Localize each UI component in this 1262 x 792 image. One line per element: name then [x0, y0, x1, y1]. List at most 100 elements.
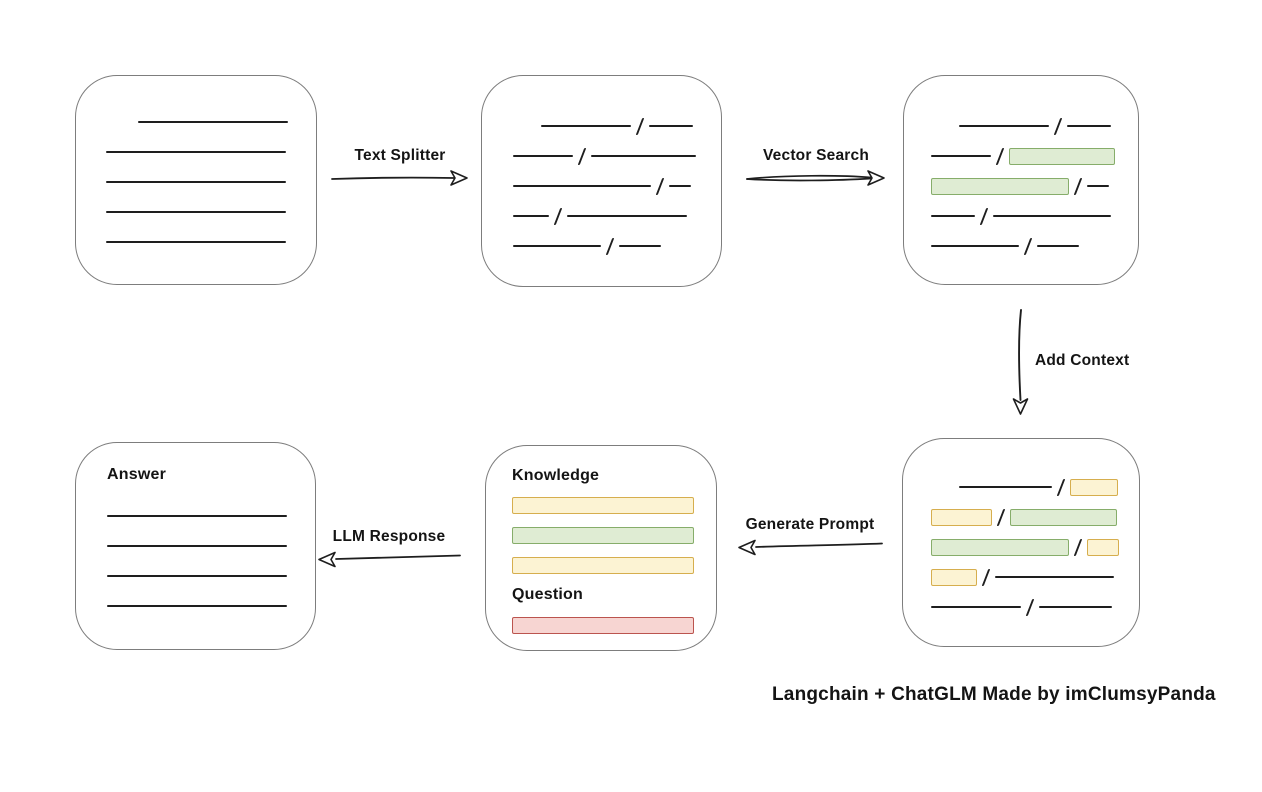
- chunk-row: [107, 561, 315, 591]
- green-chunk-chip: [1010, 508, 1118, 526]
- chunk-row: [513, 231, 721, 261]
- question-bars: [512, 610, 716, 640]
- chunk-row: [513, 201, 721, 231]
- yellow-chunk-chip: [931, 568, 977, 586]
- text-line: [513, 185, 651, 187]
- chunk-row: [107, 591, 315, 621]
- context-chunk-lines: [931, 472, 1139, 622]
- chunk-row: [106, 197, 316, 227]
- arrow-right-icon: [746, 170, 885, 186]
- chunk-row: [107, 501, 315, 531]
- text-line: [513, 155, 573, 157]
- chunk-row: [931, 592, 1139, 622]
- text-line: [649, 125, 694, 127]
- text-line: [931, 215, 975, 217]
- chunk-row: [513, 171, 721, 201]
- slash-separator: [605, 237, 615, 255]
- text-line: [959, 486, 1052, 488]
- slash-separator: [1053, 117, 1063, 135]
- slash-separator: [996, 508, 1006, 526]
- text-line: [931, 155, 991, 157]
- text-line: [107, 575, 287, 577]
- text-line: [107, 545, 287, 547]
- text-line: [995, 576, 1115, 578]
- green-chunk-chip: [1009, 147, 1116, 165]
- text-line: [591, 155, 697, 157]
- text-line: [138, 121, 288, 123]
- slash-separator: [1073, 177, 1083, 195]
- arrow-left-icon: [738, 539, 883, 556]
- text-line: [1037, 245, 1080, 247]
- slash-separator: [1025, 598, 1035, 616]
- generate-prompt-arrow-label: Generate Prompt: [745, 516, 875, 533]
- chunk-row: [512, 520, 716, 550]
- text-line: [931, 245, 1019, 247]
- text-line: [541, 125, 631, 127]
- chunk-row: [931, 532, 1139, 562]
- add-context-arrow: [1012, 309, 1029, 415]
- yellow-chunk-chip: [512, 556, 694, 574]
- indent-spacer: [931, 126, 959, 127]
- slash-separator: [995, 147, 1005, 165]
- chunk-row: [931, 171, 1138, 201]
- text-splitter-arrow: Text Splitter: [330, 147, 470, 189]
- slash-separator: [981, 568, 991, 586]
- text-line: [106, 211, 286, 213]
- chunk-row: [931, 472, 1139, 502]
- chunk-row: [931, 201, 1138, 231]
- yellow-chunk-chip: [512, 496, 694, 514]
- arrow-right-icon: [331, 170, 468, 186]
- text-line: [107, 515, 287, 517]
- prompt-box: Knowledge Question: [485, 445, 717, 651]
- split-chunk-lines: [513, 111, 721, 261]
- text-line: [619, 245, 662, 247]
- text-line: [1087, 185, 1110, 187]
- indent-spacer: [931, 487, 959, 488]
- chunk-row: [512, 610, 716, 640]
- text-line: [106, 181, 286, 183]
- split-chunks-box: [481, 75, 722, 287]
- text-line: [669, 185, 692, 187]
- chunk-row: [931, 141, 1138, 171]
- question-label: Question: [512, 586, 583, 603]
- green-chunk-chip: [931, 538, 1069, 556]
- chunk-row: [513, 111, 721, 141]
- matched-chunk-lines: [931, 111, 1138, 261]
- text-line: [1067, 125, 1112, 127]
- text-line: [513, 245, 601, 247]
- slash-separator: [553, 207, 563, 225]
- chunk-row: [106, 167, 316, 197]
- text-line: [1039, 606, 1113, 608]
- text-splitter-arrow-label: Text Splitter: [354, 147, 446, 164]
- indent-spacer: [513, 126, 541, 127]
- context-chunks-box: [902, 438, 1140, 647]
- arrow-left-icon: [318, 551, 461, 568]
- diagram-caption: Langchain + ChatGLM Made by imClumsyPand…: [772, 684, 1216, 705]
- document-lines: [106, 107, 316, 257]
- chunk-row: [931, 502, 1139, 532]
- green-chunk-chip: [512, 526, 694, 544]
- green-chunk-chip: [931, 177, 1069, 195]
- add-context-arrow-label: Add Context: [1035, 352, 1130, 369]
- yellow-chunk-chip: [1070, 478, 1119, 496]
- chunk-row: [931, 562, 1139, 592]
- yellow-chunk-chip: [1087, 538, 1120, 556]
- slash-separator: [577, 147, 587, 165]
- knowledge-bars: [512, 490, 716, 580]
- yellow-chunk-chip: [931, 508, 992, 526]
- llm-response-arrow-label: LLM Response: [332, 528, 446, 545]
- text-line: [959, 125, 1049, 127]
- source-document-box: [75, 75, 317, 285]
- text-line: [993, 215, 1112, 217]
- slash-separator: [1056, 478, 1066, 496]
- vector-search-arrow-label: Vector Search: [763, 147, 869, 164]
- chunk-row: [106, 227, 316, 257]
- spacer: [107, 489, 315, 501]
- answer-lines: [107, 501, 315, 621]
- text-line: [106, 151, 286, 153]
- slash-separator: [1073, 538, 1083, 556]
- answer-label: Answer: [107, 466, 166, 483]
- matched-chunks-box: [903, 75, 1139, 285]
- slash-separator: [1023, 237, 1033, 255]
- chunk-row: [512, 550, 716, 580]
